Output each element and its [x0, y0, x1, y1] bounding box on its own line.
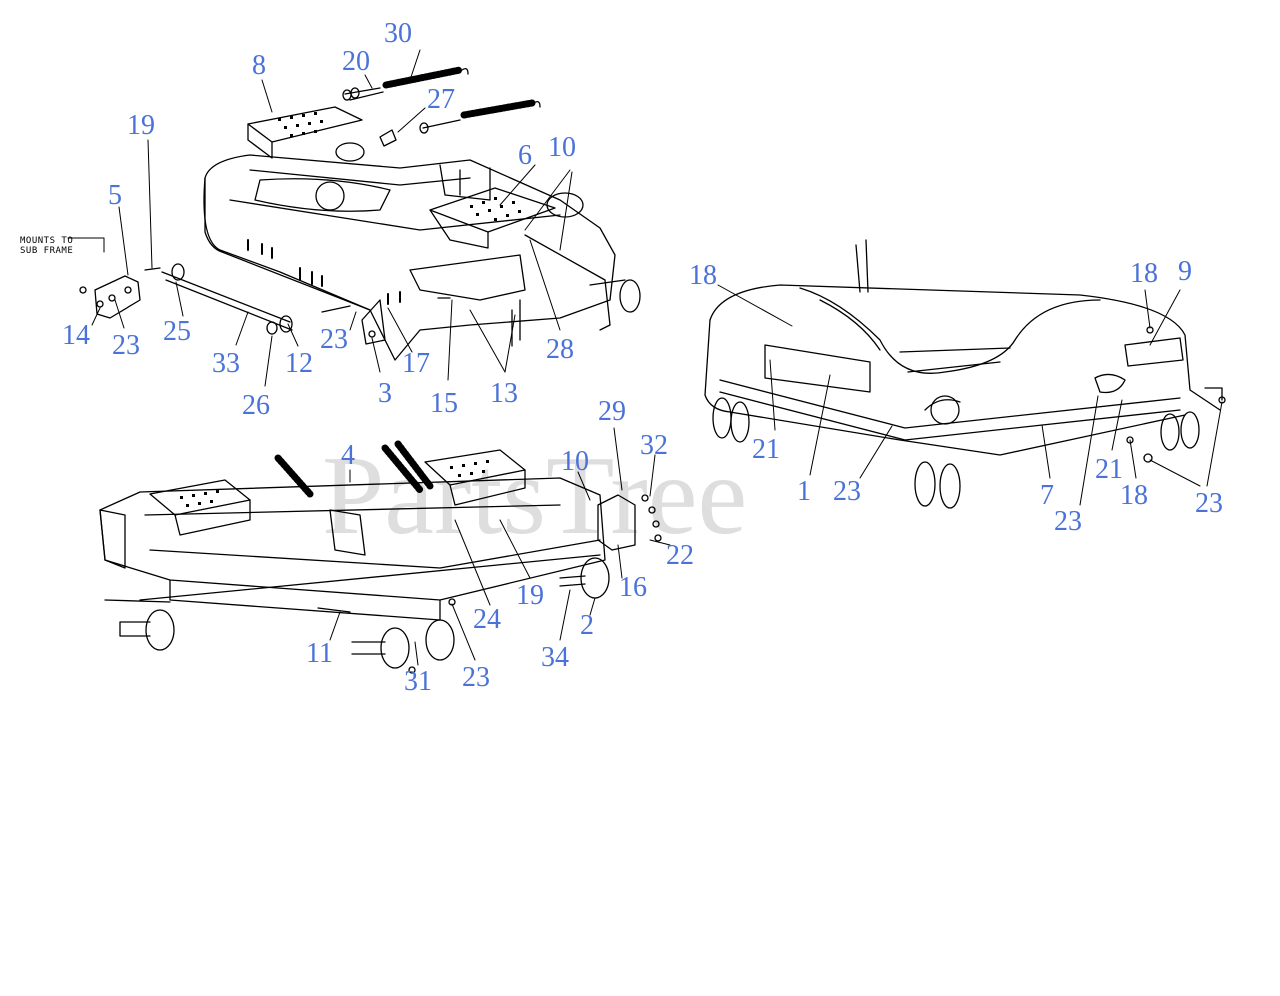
callout-32[interactable]: 32	[640, 430, 668, 461]
callout-20[interactable]: 20	[342, 46, 370, 77]
callout-6[interactable]: 6	[518, 140, 532, 171]
callout-1[interactable]: 1	[797, 476, 811, 507]
callout-23-rod[interactable]: 23	[320, 324, 348, 355]
callout-11[interactable]: 11	[306, 638, 333, 669]
mount-note: MOUNTS TO SUB FRAME	[20, 236, 73, 256]
callout-25[interactable]: 25	[163, 316, 191, 347]
callout-8[interactable]: 8	[252, 50, 266, 81]
callout-4[interactable]: 4	[341, 440, 355, 471]
callout-29[interactable]: 29	[598, 396, 626, 427]
callout-18-left[interactable]: 18	[689, 260, 717, 291]
callout-5[interactable]: 5	[108, 180, 122, 211]
callout-13[interactable]: 13	[490, 378, 518, 409]
callout-23-side[interactable]: 23	[462, 662, 490, 693]
callout-27[interactable]: 27	[427, 84, 455, 115]
callout-22[interactable]: 22	[666, 540, 694, 571]
callout-28[interactable]: 28	[546, 334, 574, 365]
callout-19-side[interactable]: 19	[516, 580, 544, 611]
callout-26[interactable]: 26	[242, 390, 270, 421]
callout-21-left[interactable]: 21	[752, 434, 780, 465]
callout-2[interactable]: 2	[580, 610, 594, 641]
callout-33[interactable]: 33	[212, 348, 240, 379]
callout-17[interactable]: 17	[402, 348, 430, 379]
callout-31[interactable]: 31	[404, 666, 432, 697]
callout-23-bracket[interactable]: 23	[112, 330, 140, 361]
callout-9[interactable]: 9	[1178, 256, 1192, 287]
mount-note-line-2: SUB FRAME	[20, 246, 74, 256]
callout-23-underside-mid[interactable]: 23	[1054, 506, 1082, 537]
callout-10-top[interactable]: 10	[548, 132, 576, 163]
callout-7[interactable]: 7	[1040, 480, 1054, 511]
callout-23-underside-right[interactable]: 23	[1195, 488, 1223, 519]
callout-18-lower[interactable]: 18	[1120, 480, 1148, 511]
callout-18-right[interactable]: 18	[1130, 258, 1158, 289]
deck-underside-assembly	[704, 239, 1226, 509]
callout-14[interactable]: 14	[62, 320, 90, 351]
callout-23-underside-left[interactable]: 23	[833, 476, 861, 507]
callout-16[interactable]: 16	[619, 572, 647, 603]
deck-side-assembly	[99, 440, 662, 674]
callout-21-right[interactable]: 21	[1095, 454, 1123, 485]
callout-leaders	[67, 49, 1223, 666]
deck-top-assembly	[79, 66, 641, 361]
callout-10-side[interactable]: 10	[561, 446, 589, 477]
callout-12[interactable]: 12	[285, 348, 313, 379]
mount-note-line-1: MOUNTS TO	[20, 236, 74, 246]
callout-30[interactable]: 30	[384, 18, 412, 49]
callout-24[interactable]: 24	[473, 604, 501, 635]
callout-34[interactable]: 34	[541, 642, 569, 673]
callout-15[interactable]: 15	[430, 388, 458, 419]
callout-19-top[interactable]: 19	[127, 110, 155, 141]
callout-3[interactable]: 3	[378, 378, 392, 409]
